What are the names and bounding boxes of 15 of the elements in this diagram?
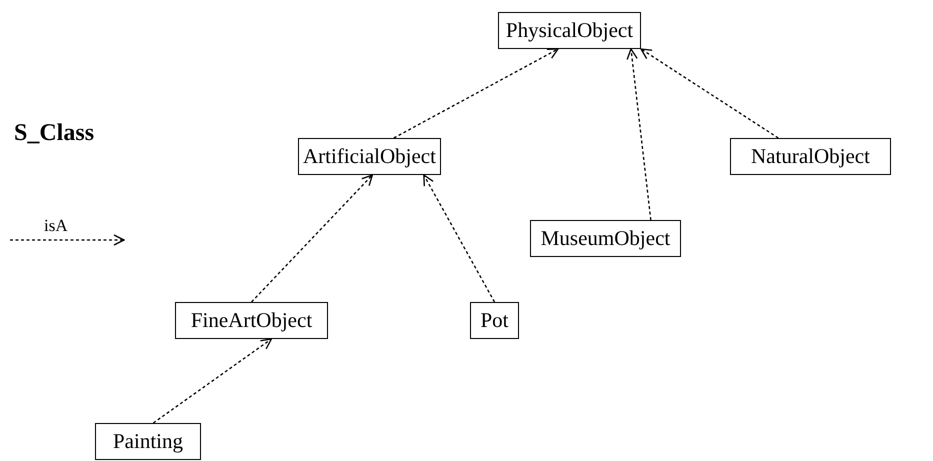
class-box: FineArtObject xyxy=(175,302,328,339)
class-box: NaturalObject xyxy=(730,138,891,175)
isa-arrow xyxy=(423,174,496,302)
isa-arrow xyxy=(251,174,373,302)
isa-arrow xyxy=(394,48,559,139)
class-box: PhysicalObject xyxy=(498,12,641,49)
class-box: Pot xyxy=(470,302,519,339)
class-box: ArtificialObject xyxy=(298,138,441,175)
isa-arrow xyxy=(152,338,272,424)
isa-arrow xyxy=(640,48,779,139)
diagram-title: S_Class xyxy=(14,120,94,147)
isa-arrow xyxy=(626,48,652,220)
legend-label: isA xyxy=(44,216,68,236)
class-box: MuseumObject xyxy=(530,220,681,257)
class-box: Painting xyxy=(95,423,201,460)
